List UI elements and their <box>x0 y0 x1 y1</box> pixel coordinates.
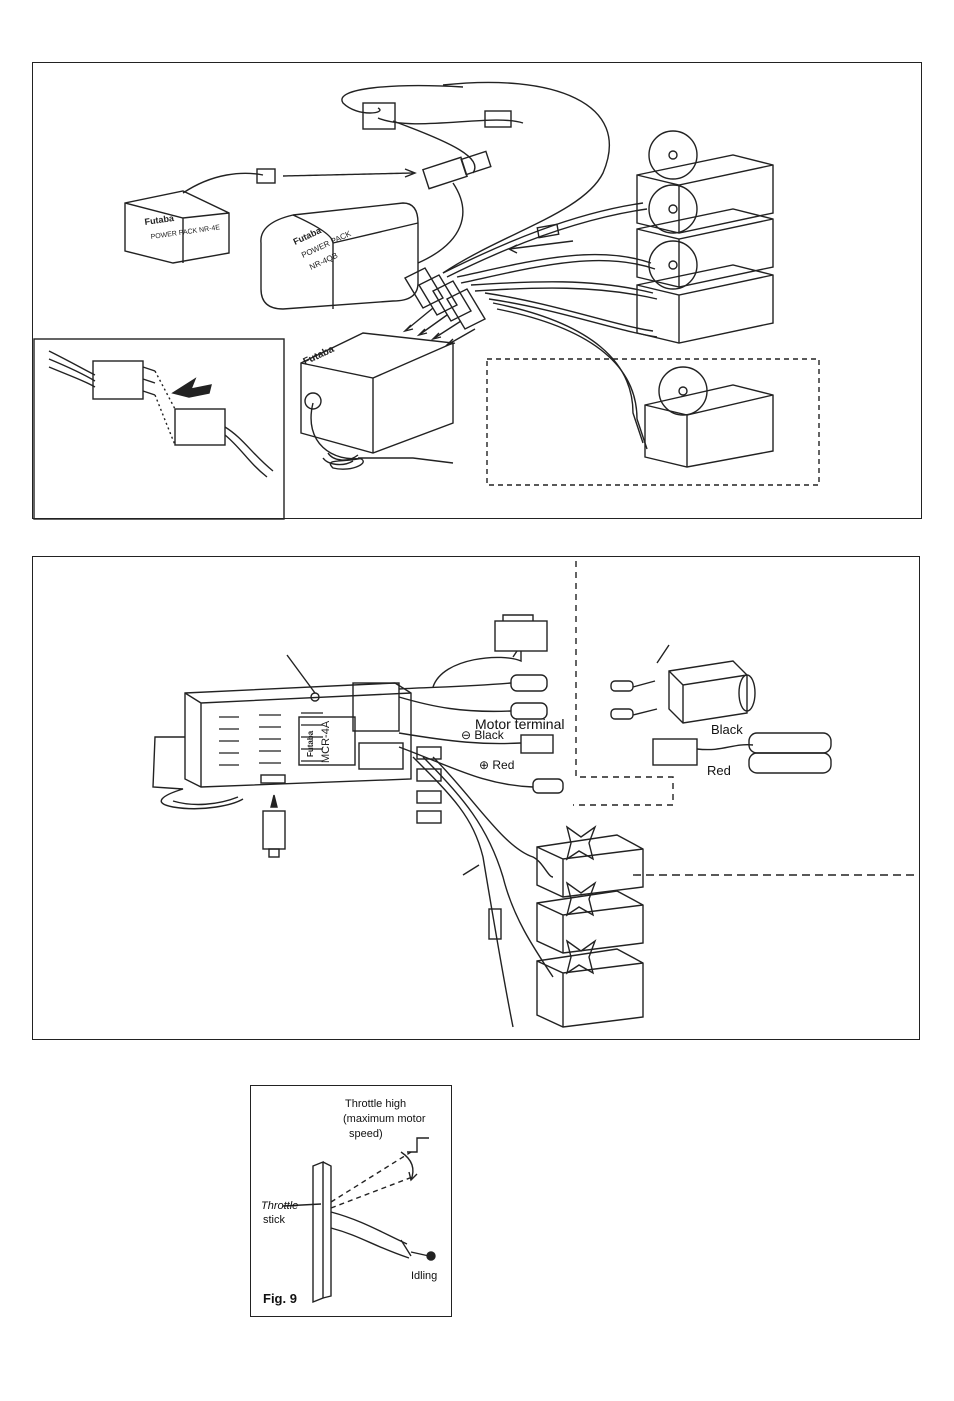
plug-arrow <box>270 794 278 808</box>
connector-inset-box <box>33 338 285 520</box>
harness-wire-to-connector <box>392 120 476 174</box>
middle-wiring-illustration: Futaba MCR-4A <box>152 561 917 1028</box>
servo-c <box>536 939 644 1028</box>
mcr4a-brand: Futaba <box>306 730 315 757</box>
servo-2 <box>636 184 774 288</box>
max-speed-label-2: speed) <box>349 1128 383 1140</box>
dashed-divider-vertical <box>573 561 674 806</box>
receiver-switch-knob <box>304 392 322 410</box>
idling-label: Idling <box>411 1270 438 1282</box>
stick-high-dashed-2 <box>330 1175 416 1209</box>
stick-idle <box>330 1211 408 1245</box>
servo-socket-3 <box>416 790 442 804</box>
servo-lead-2 <box>456 253 652 278</box>
insert-arrow <box>171 377 212 398</box>
optional-servo-dashed-box <box>486 358 820 486</box>
servo-lead-4 <box>484 292 654 332</box>
receiver-body <box>300 332 454 454</box>
mcr4a-model: MCR-4A <box>320 720 332 763</box>
battery-switch-connector <box>422 156 468 190</box>
throttle-stick-illustration <box>282 1137 436 1304</box>
plug-4 <box>446 288 486 330</box>
throttle-stick-label-2: stick <box>263 1214 285 1226</box>
charge-plug <box>262 810 286 850</box>
throttle-high-label: Throttle high <box>345 1098 407 1110</box>
minus-black-label: ⊖ Black <box>461 728 504 742</box>
servo-b <box>536 881 644 954</box>
small-battery-plug <box>256 168 276 184</box>
large-battery-body <box>260 202 419 310</box>
transmitter-plate <box>312 1160 324 1304</box>
switch-harness-wire <box>341 84 524 125</box>
small-battery-brand: Futaba <box>144 213 176 227</box>
plug-2 <box>418 274 458 316</box>
figure-caption: Fig. 9 <box>263 1291 297 1306</box>
motor <box>610 644 756 724</box>
servo-lead-3 <box>470 281 654 294</box>
drive-battery-pack <box>652 732 832 774</box>
stick-high-dashed-1 <box>330 1151 412 1203</box>
servo-lead-1 <box>442 202 644 274</box>
figure-panel-middle: Futaba MCR-4A Motor terminal ⊖ Black ⊕ R… <box>32 556 920 1040</box>
servo-a <box>536 825 644 898</box>
receiver-brand: Futaba <box>302 344 337 368</box>
switch-unit <box>362 102 396 130</box>
extension-connector <box>536 223 560 239</box>
receiver-antenna <box>310 402 454 470</box>
figure-panel-top: Futaba POWER PACK NR-4E Futaba POWER PAC… <box>32 62 922 520</box>
max-speed-label-1: (maximum motor <box>343 1113 426 1125</box>
plug-3 <box>432 280 472 322</box>
top-wiring-illustration: Futaba POWER PACK NR-4E Futaba POWER PAC… <box>33 81 820 520</box>
speed-controller <box>494 620 548 652</box>
small-battery-lead <box>182 172 264 194</box>
large-battery-lead <box>417 182 464 264</box>
servo-socket-4 <box>416 810 442 824</box>
small-battery-body <box>124 190 230 264</box>
servo-4-optional <box>644 366 774 468</box>
mcr4a-label-plate <box>298 716 356 766</box>
charge-plug <box>484 110 512 128</box>
plus-red-label: ⊕ Red <box>479 758 515 772</box>
pack-black-label: Black <box>711 722 743 737</box>
pack-red-label: Red <box>707 763 731 778</box>
motor-terminal-label: Motor terminal <box>475 716 565 732</box>
travel-arc <box>400 1151 414 1181</box>
throttle-stick-label-1: Throttle <box>261 1200 299 1212</box>
battery-lead <box>398 732 522 745</box>
long-loop-wire <box>442 81 610 274</box>
figure-panel-throttle: Throttle high (maximum motor speed) Thro… <box>250 1085 452 1317</box>
motor-lead-1 <box>398 682 512 690</box>
mcr4a-antenna <box>152 736 244 810</box>
servo-3 <box>636 240 774 344</box>
servo-socket-1 <box>416 746 442 760</box>
plug-1 <box>404 267 444 309</box>
mcr4a-connector-block <box>352 682 400 732</box>
small-battery-model: POWER PACK NR-4E <box>150 224 221 241</box>
optional-servo-lead <box>492 302 644 444</box>
servo-lead-bundle <box>412 756 514 1028</box>
servo-1 <box>636 130 774 234</box>
inset-connector-detail <box>48 350 274 478</box>
